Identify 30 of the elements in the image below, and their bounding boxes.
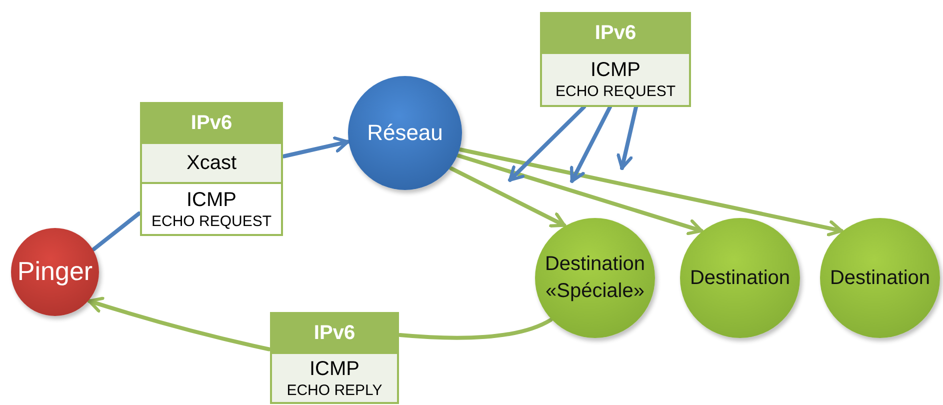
node-label: Réseau bbox=[366, 119, 444, 148]
arrow bbox=[616, 105, 638, 170]
destination-circle bbox=[680, 218, 800, 338]
node-label: Destination bbox=[828, 266, 932, 290]
connector-line bbox=[92, 212, 141, 252]
packet-box bbox=[140, 102, 283, 236]
node-label: Destination «Spéciale» bbox=[544, 252, 646, 304]
field-label: ICMP bbox=[590, 58, 640, 82]
arrow bbox=[456, 154, 704, 236]
connector-line bbox=[398, 318, 553, 340]
arrow bbox=[458, 148, 844, 236]
field-label: ICMP bbox=[310, 356, 360, 380]
packet-box bbox=[540, 12, 691, 107]
arrow bbox=[449, 166, 566, 228]
arrow bbox=[508, 105, 586, 182]
header-label: IPv6 bbox=[314, 322, 356, 344]
header-label: IPv6 bbox=[594, 22, 636, 44]
field-label: ECHO REQUEST bbox=[555, 82, 676, 101]
field-label: ECHO REPLY bbox=[286, 380, 382, 400]
packet-box bbox=[270, 312, 399, 404]
header-label: IPv6 bbox=[190, 112, 232, 134]
field-label: Xcast bbox=[186, 151, 237, 175]
node-label: Pinger bbox=[16, 255, 94, 288]
arrow bbox=[87, 296, 271, 352]
destination-circle bbox=[535, 218, 655, 338]
field-label: ICMP bbox=[186, 188, 236, 212]
arrow bbox=[282, 136, 350, 158]
node-label: Destination bbox=[688, 266, 792, 290]
arrow bbox=[570, 105, 612, 183]
field-label: ECHO REQUEST bbox=[151, 212, 272, 230]
